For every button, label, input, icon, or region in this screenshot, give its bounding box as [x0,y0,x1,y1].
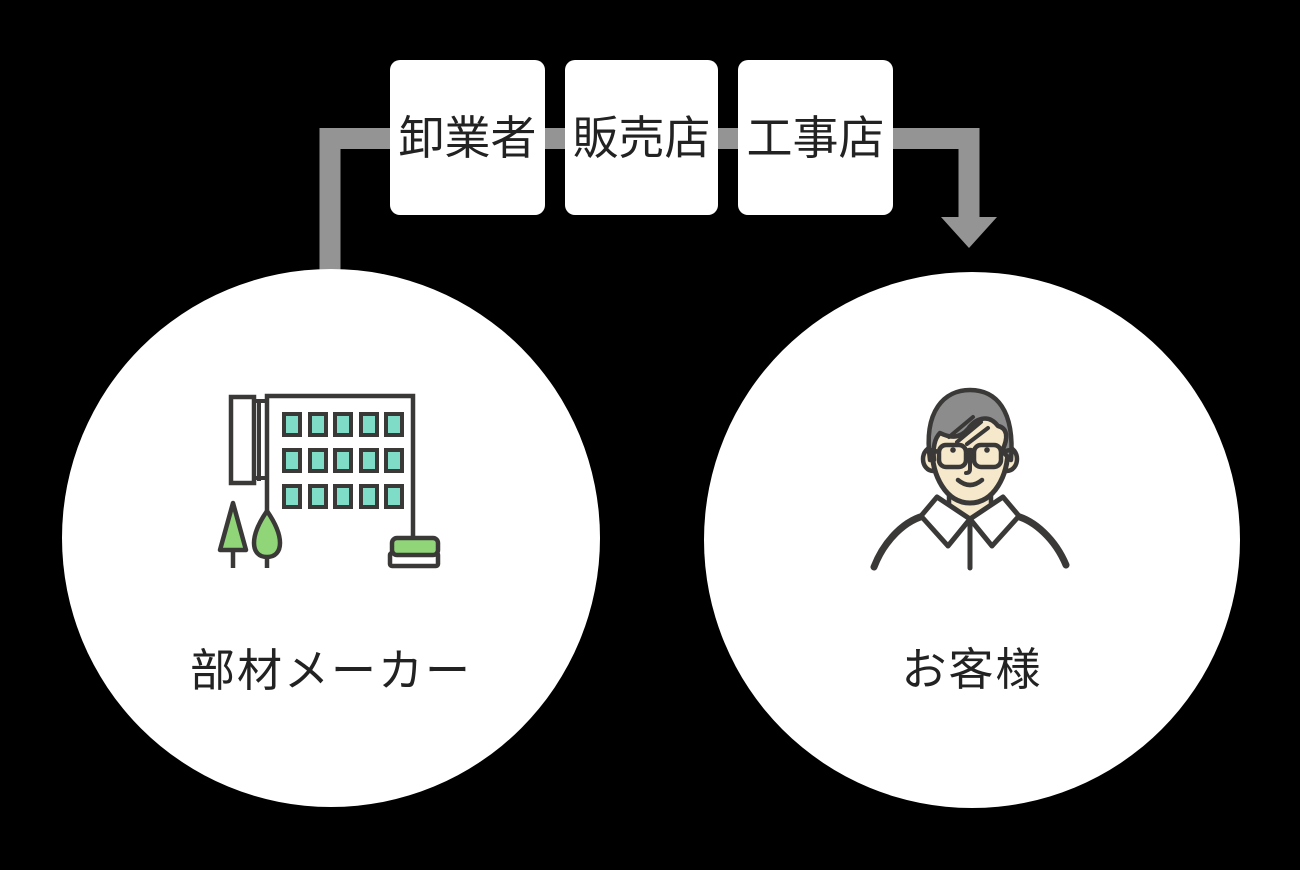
customer-node: お客様 [704,272,1240,808]
entrance-sign [387,535,441,569]
tree-round-icon [251,507,283,568]
flow-box-retailer: 販売店 [565,60,718,215]
mouth [955,477,985,488]
building-windows [282,412,404,509]
eye-left [950,447,956,453]
arrow-head-icon [941,217,997,248]
flow-box-contractor-label: 工事店 [746,111,885,164]
glasses-icon [929,442,1011,470]
flow-box-contractor: 工事店 [738,60,893,215]
person-icon [870,387,1070,571]
customer-label: お客様 [901,644,1043,695]
nose [964,450,972,475]
manufacturer-label: 部材メーカー [189,645,472,696]
tree-cone-icon [217,500,249,568]
flow-box-wholesaler: 卸業者 [390,60,545,215]
shirt-collar [918,494,1022,549]
eye-right [984,447,990,453]
signboard [228,394,257,486]
hair-strands [947,415,990,446]
manufacturer-node: 部材メーカー [62,269,600,807]
flow-box-wholesaler-label: 卸業者 [398,111,537,164]
hair [926,387,1014,463]
building-icon [217,393,441,569]
flow-box-retailer-label: 販売店 [572,111,711,164]
